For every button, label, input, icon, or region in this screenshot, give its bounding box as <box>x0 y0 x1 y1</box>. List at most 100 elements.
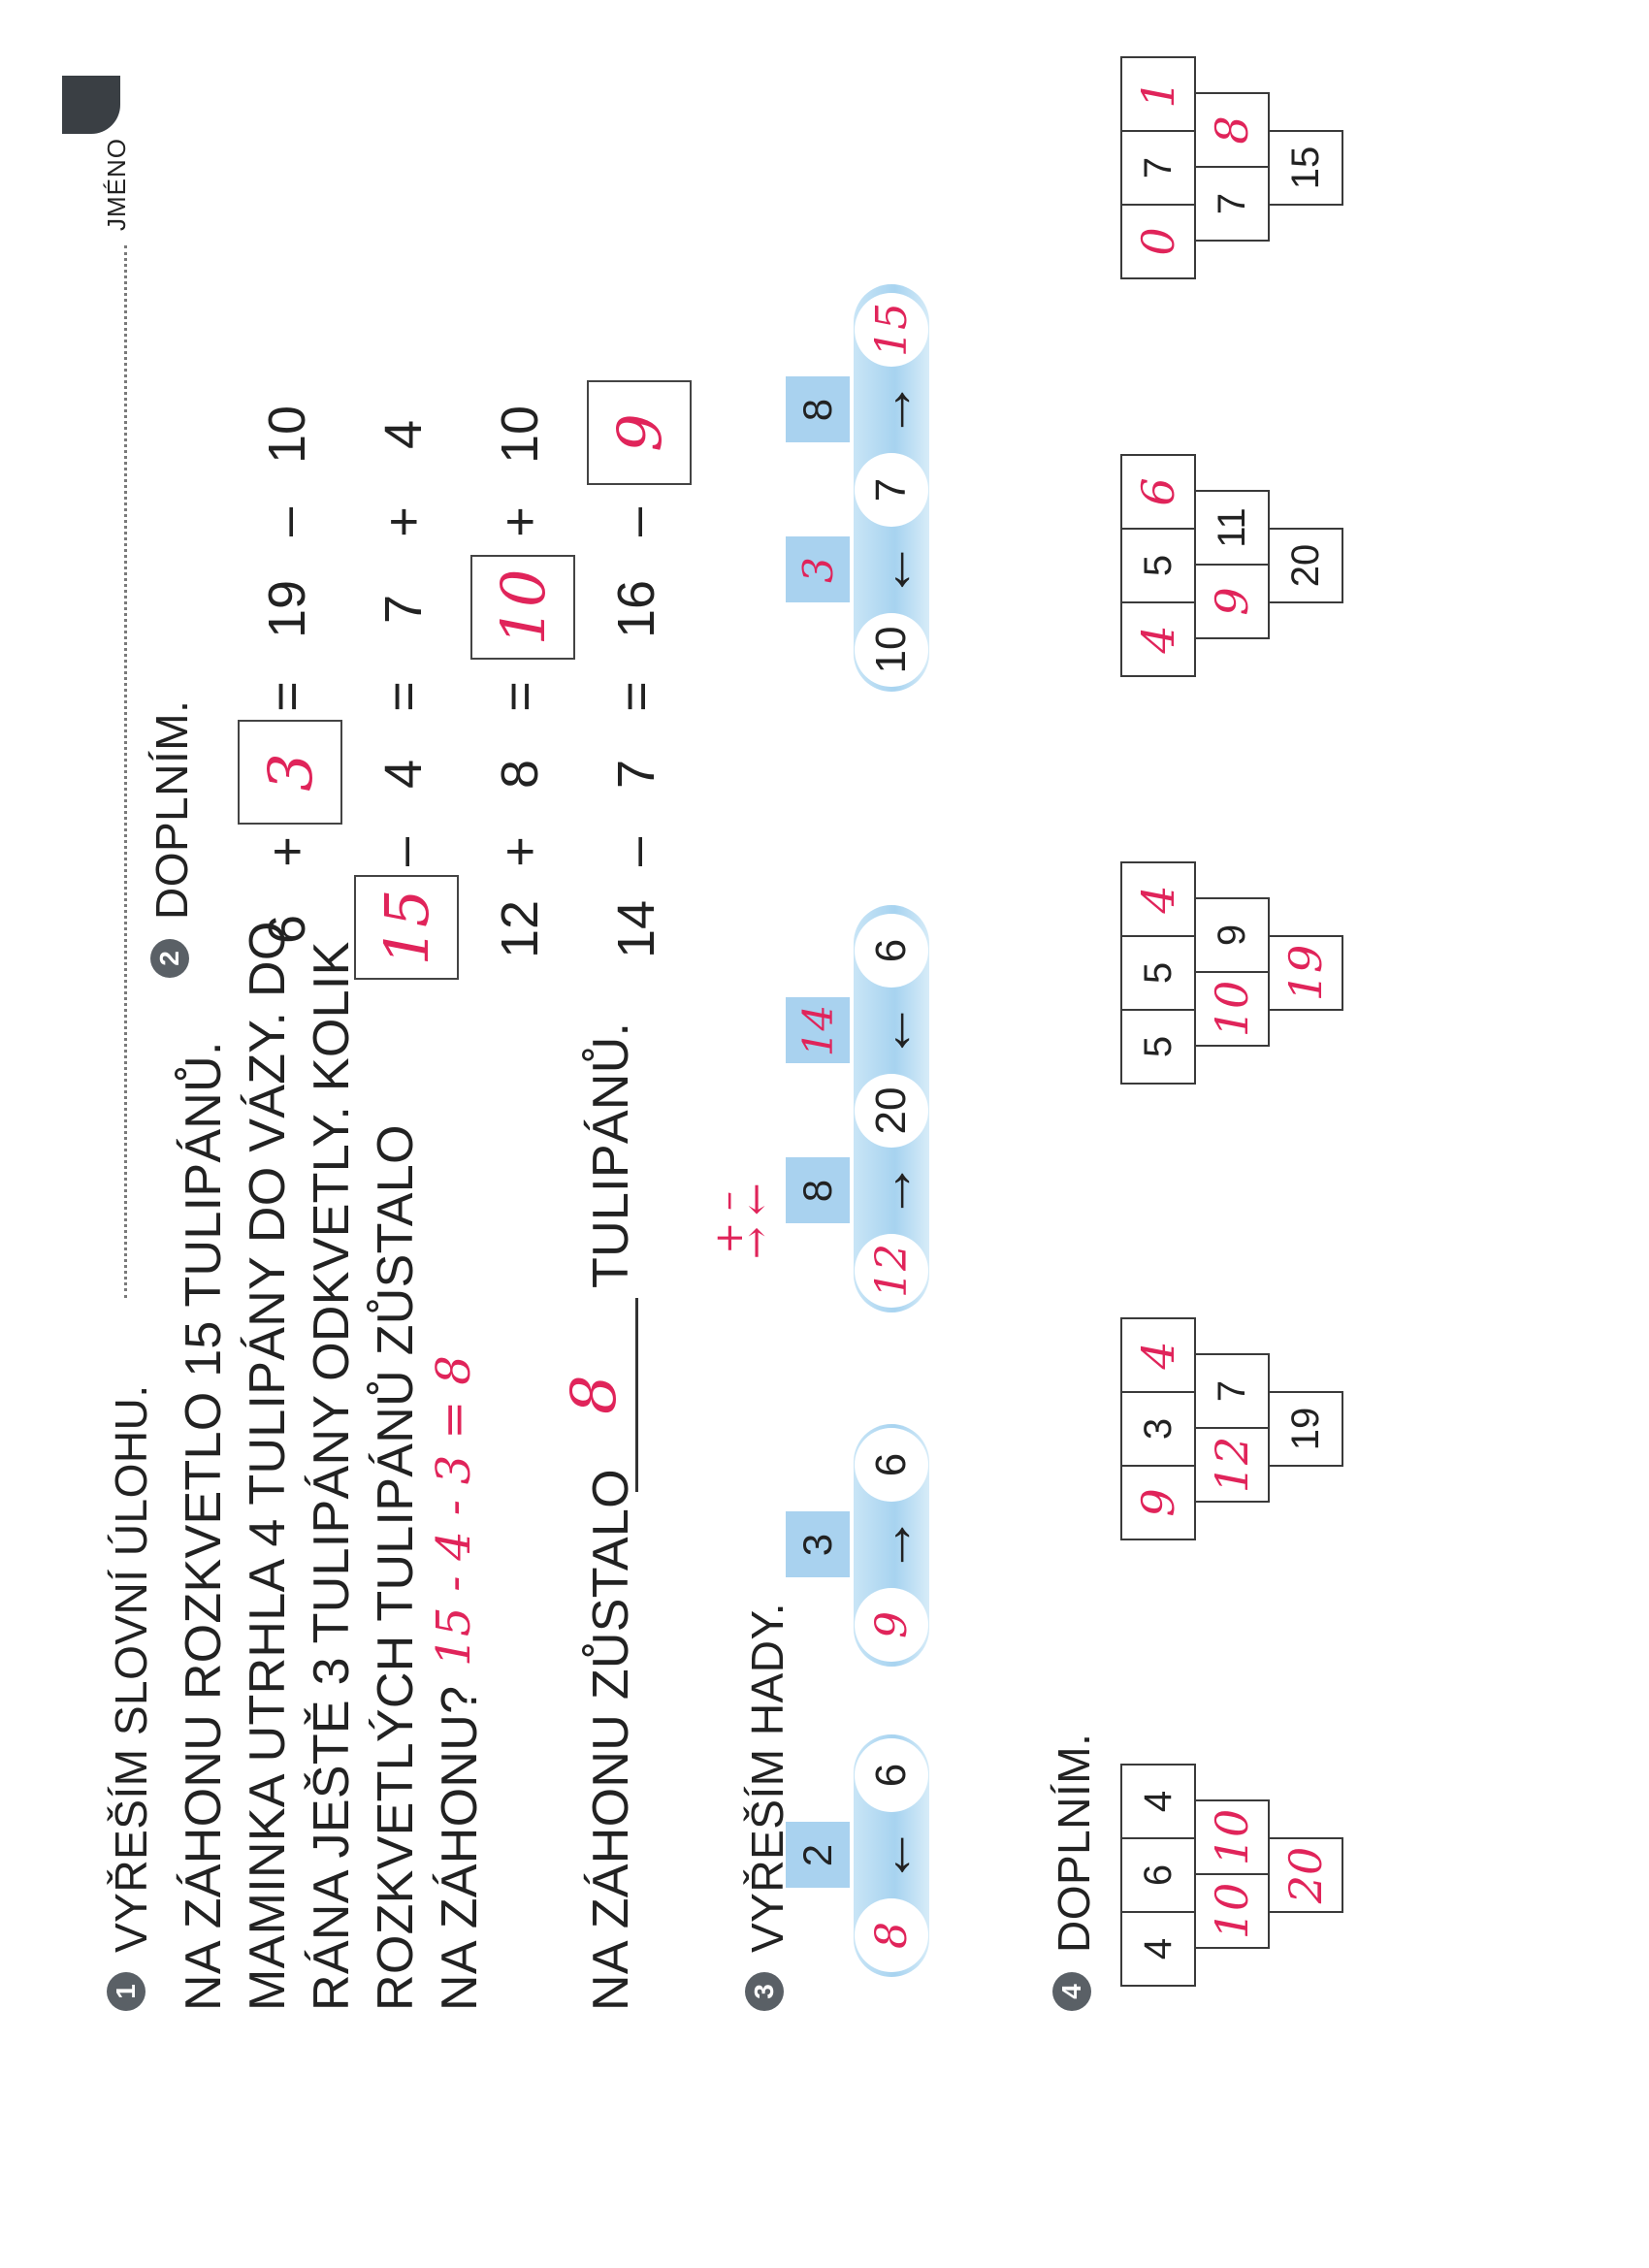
pyramid-cell[interactable]: 12 <box>1194 1427 1270 1503</box>
pyramid-cell[interactable]: 10 <box>1194 1799 1270 1875</box>
snake-operand: 3 <box>786 1511 850 1578</box>
pyramid-cell[interactable]: 4 <box>1120 1317 1196 1393</box>
pyramid-cell: 9 <box>1194 897 1270 973</box>
equation-token: = <box>491 681 549 712</box>
pyramid-cell: 6 <box>1120 1837 1196 1913</box>
equation-token: 14 <box>607 899 665 959</box>
pyramid-cell[interactable]: 8 <box>1194 92 1270 168</box>
task4-number-badge: 4 <box>1052 1972 1091 2011</box>
snake-value[interactable]: 15 <box>855 293 928 367</box>
snake-value: 20 <box>855 1074 928 1148</box>
equation-token: + <box>491 836 549 867</box>
task1-answer-suffix: TULIPÁNŮ. <box>583 1021 639 1288</box>
equation-token: 4 <box>374 759 433 790</box>
task3-title: VYŘEŠÍM HADY. <box>742 1603 792 1953</box>
answer-box[interactable]: 9 <box>587 380 692 485</box>
equation-token: 7 <box>607 759 665 790</box>
equation-token: – <box>607 836 665 867</box>
equation-token: – <box>258 506 316 537</box>
pyramid-cell[interactable]: 6 <box>1120 454 1196 530</box>
pyramid-cell: 7 <box>1194 166 1270 242</box>
snake-arrow-icon: → <box>858 380 924 439</box>
snake-value: 6 <box>855 1428 928 1502</box>
task1-line-3: RÁNA JEŠTĚ 3 TULIPÁNY ODKVETLY. KOLIK <box>304 941 360 2011</box>
equation-token: + <box>374 506 433 537</box>
task2-title: DOPLNÍM. <box>146 699 197 920</box>
equation-token: 8 <box>491 759 549 790</box>
equation-token: = <box>607 681 665 712</box>
task4-title: DOPLNÍM. <box>1049 1733 1099 1953</box>
pyramid-cell[interactable]: 4 <box>1120 861 1196 937</box>
pyramid-cell: 20 <box>1268 528 1343 603</box>
task3-number-badge: 3 <box>745 1972 784 2011</box>
pyramid-cell[interactable]: 9 <box>1194 564 1270 639</box>
pyramid-cell[interactable]: 19 <box>1268 935 1343 1011</box>
snake-operand: 2 <box>786 1822 850 1889</box>
pyramid-cell: 5 <box>1120 1009 1196 1085</box>
pyramid-cell: 5 <box>1120 935 1196 1011</box>
snake-operand[interactable]: 14 <box>786 997 850 1064</box>
equation-token: 16 <box>607 579 665 639</box>
equation-token: + <box>258 836 316 867</box>
equation-token: 4 <box>374 419 433 450</box>
task1-work: 15 - 4 - 3 = 8 <box>427 1354 481 1667</box>
task1-title: VYŘEŠÍM SLOVNÍ ÚLOHU. <box>106 1384 156 1953</box>
snake-value: 6 <box>855 1738 928 1812</box>
equation-token: 19 <box>258 579 316 639</box>
task1-line-5: NA ZÁHONU? <box>432 1685 488 2011</box>
snake-operand: 8 <box>786 1157 850 1224</box>
pyramid-cell: 19 <box>1268 1391 1343 1467</box>
snake-value: 10 <box>855 613 928 687</box>
snake-arrow-icon: → <box>858 1161 924 1220</box>
equation-token: 10 <box>491 405 549 465</box>
pyramid-cell: 11 <box>1194 490 1270 566</box>
snake-value[interactable]: 9 <box>855 1588 928 1662</box>
pyramid-cell[interactable]: 9 <box>1120 1465 1196 1540</box>
equation-token: – <box>607 506 665 537</box>
snake-value: 7 <box>855 453 928 527</box>
equation-token: 10 <box>258 405 316 465</box>
pyramid-cell[interactable]: 20 <box>1268 1837 1343 1913</box>
snake-arrow-icon: ← <box>858 540 924 599</box>
task1-line-4: ROZKVETLÝCH TULIPÁNŮ ZŮSTALO <box>368 1124 424 2011</box>
pyramid-cell: 3 <box>1120 1391 1196 1467</box>
task1-number-badge: 1 <box>107 1972 146 2011</box>
equation-token: = <box>258 681 316 712</box>
snake-arrow-icon: ← <box>858 1826 924 1885</box>
equation-token: 6 <box>258 914 316 945</box>
snake-operand: 8 <box>786 376 850 443</box>
pyramid-cell: 5 <box>1120 528 1196 603</box>
pyramid-cell[interactable]: 10 <box>1194 971 1270 1047</box>
pyramid-cell[interactable]: 0 <box>1120 204 1196 279</box>
equation-token: 7 <box>374 594 433 625</box>
pyramid-cell: 4 <box>1120 1764 1196 1839</box>
snake-value[interactable]: 12 <box>855 1234 928 1308</box>
name-label: JMÉNO <box>102 138 131 231</box>
snake-value[interactable]: 8 <box>855 1898 928 1972</box>
answer-box[interactable]: 3 <box>238 720 342 825</box>
task1-answer-prefix: NA ZÁHONU ZŮSTALO <box>583 1469 639 2011</box>
task1-line-1: NA ZÁHONU ROZKVETLO 15 TULIPÁNŮ. <box>176 1041 232 2011</box>
hint-arrow-right-icon: → <box>734 1226 779 1259</box>
task1-answer-line <box>635 1298 638 1492</box>
pyramid-cell: 7 <box>1120 130 1196 206</box>
pyramid-cell[interactable]: 4 <box>1120 601 1196 677</box>
answer-box[interactable]: 15 <box>354 875 459 980</box>
equation-token: + <box>491 506 549 537</box>
task1-line-2: MAMINKA UTRHLA 4 TULIPÁNY DO VÁZY. DO <box>240 921 296 2011</box>
task2-number-badge: 2 <box>150 939 189 978</box>
answer-box[interactable]: 10 <box>470 555 575 660</box>
snake-operand[interactable]: 3 <box>786 536 850 603</box>
task1-answer-value[interactable]: 8 <box>559 1374 630 1414</box>
equation-token: – <box>374 836 433 867</box>
pyramid-cell: 15 <box>1268 130 1343 206</box>
pyramid-cell[interactable]: 1 <box>1120 56 1196 132</box>
pyramid-cell: 4 <box>1120 1911 1196 1987</box>
hint-minus: – <box>705 1191 750 1211</box>
equation-token: 12 <box>491 899 549 959</box>
name-line <box>124 245 127 1298</box>
pyramid-cell[interactable]: 10 <box>1194 1873 1270 1949</box>
equation-token: = <box>374 681 433 712</box>
snake-arrow-icon: ← <box>858 1001 924 1060</box>
